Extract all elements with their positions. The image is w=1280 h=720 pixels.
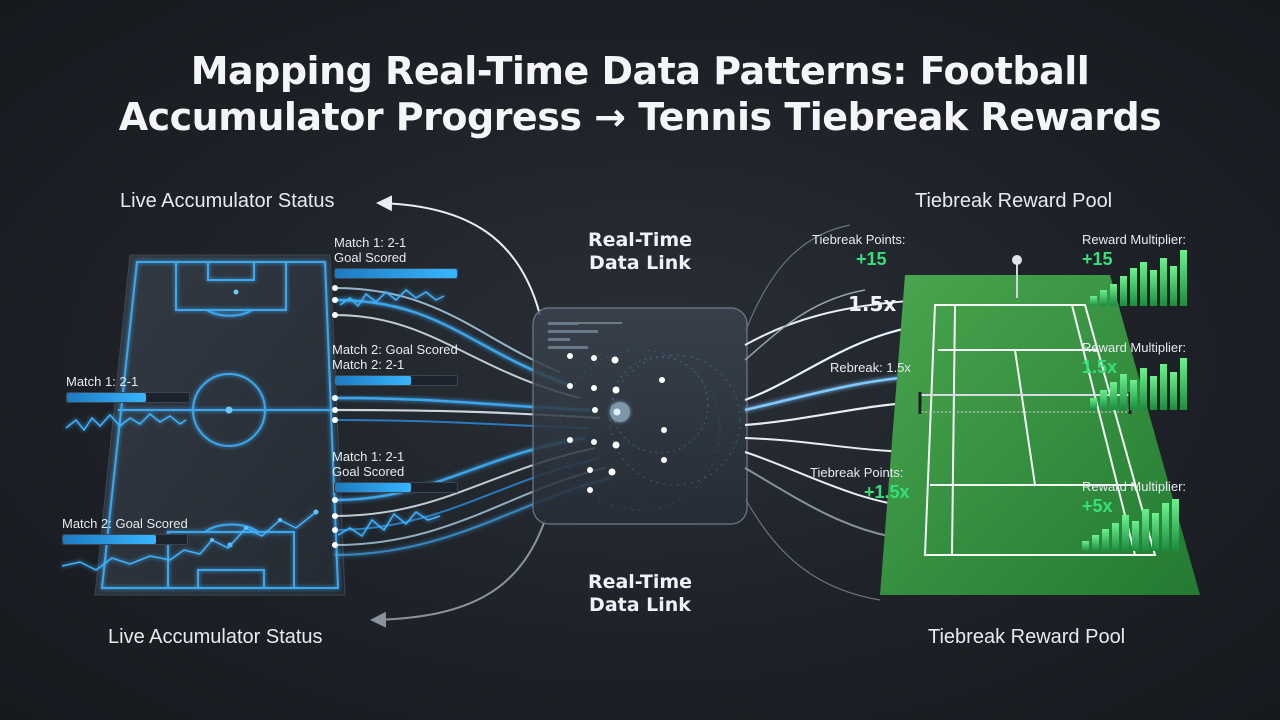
- reward-multiplier-label-3: Reward Multiplier:: [1082, 479, 1187, 494]
- stream-item-2-line1: Match 2: Goal Scored: [332, 342, 458, 357]
- stream-item-1-progress: [334, 268, 458, 279]
- reward-multiplier-value-1: +15: [1082, 249, 1113, 269]
- reward-bar: [1180, 358, 1187, 410]
- stream-sparkline-1: [339, 288, 445, 308]
- data-link-hub: [532, 307, 748, 525]
- stream-item-3-line2: Goal Scored: [332, 464, 405, 479]
- reward-bar: [1090, 398, 1097, 410]
- reward-bar: [1150, 376, 1157, 410]
- reward-bar: [1160, 258, 1167, 306]
- reward-bar: [1120, 276, 1127, 306]
- reward-bar: [1082, 541, 1089, 551]
- reward-bar: [1132, 521, 1139, 551]
- tennis-court: [880, 255, 1200, 595]
- reward-bar: [1130, 268, 1137, 306]
- reward-bar: [1160, 364, 1167, 410]
- arrow-to-bottom-status: [370, 519, 546, 628]
- reward-multiplier-value-3: +5x: [1082, 496, 1113, 516]
- arrow-multiplier-value: 1.5x: [848, 292, 897, 316]
- stream-item-1-line1: Match 1: 2-1: [334, 235, 407, 250]
- reward-bar: [1140, 368, 1147, 410]
- reward-bar: [1140, 262, 1147, 306]
- stream-item-3-progress: [334, 482, 458, 493]
- reward-bar: [1162, 503, 1169, 551]
- pitch-sparkline-2: [61, 511, 317, 571]
- left-node-dots: [332, 285, 338, 548]
- reward-bar: [1172, 499, 1179, 551]
- reward-bar: [1122, 515, 1129, 551]
- reward-bars-bottom: [1082, 499, 1179, 551]
- data-link-top-line-2: Data Link: [589, 252, 691, 274]
- data-link-bottom-line-1: Real-Time: [587, 571, 693, 593]
- reward-bars-mid: [1090, 358, 1187, 410]
- reward-bar: [1142, 509, 1149, 551]
- sparkline-dots: [210, 509, 319, 542]
- reward-bar: [1110, 284, 1117, 306]
- tiebreak-points-label-1: Tiebreak Points:: [812, 232, 906, 247]
- reward-bar: [1180, 250, 1187, 306]
- pitch-item-progress-1: [66, 392, 190, 403]
- reward-bar: [1112, 523, 1119, 551]
- reward-bar: [1100, 290, 1107, 306]
- pitch-item-label-2: Match 2: Goal Scored: [62, 516, 188, 531]
- title-line-1: Mapping Real-Time Data Patterns: Footbal…: [190, 49, 1090, 93]
- pitch-item-progress-2: [62, 534, 188, 545]
- stream-item-2-progress: [334, 375, 458, 386]
- reward-bars-top: [1090, 250, 1187, 306]
- pitch-item-label-1: Match 1: 2-1: [66, 374, 139, 389]
- stream-item-3-line1: Match 1: 2-1: [332, 449, 405, 464]
- stream-item-2-line2: Match 2: 2-1: [332, 357, 405, 372]
- arrow-to-top-status: [376, 195, 541, 316]
- reward-bar: [1170, 266, 1177, 306]
- reward-bar: [1110, 382, 1117, 410]
- reward-multiplier-label-2: Reward Multiplier:: [1082, 340, 1187, 355]
- tiebreak-points-value-2: +1.5x: [864, 482, 910, 502]
- left-status-header-top: Live Accumulator Status: [120, 190, 335, 212]
- title-line-2: Accumulator Progress → Tennis Tiebreak R…: [118, 95, 1162, 139]
- data-link-bottom-line-2: Data Link: [589, 594, 691, 616]
- right-pool-header-top: Tiebreak Reward Pool: [915, 190, 1113, 212]
- reward-multiplier-value-2: 1.5x: [1082, 357, 1118, 377]
- data-link-top-line-1: Real-Time: [587, 229, 693, 251]
- reward-bar: [1152, 513, 1159, 551]
- tiebreak-points-value-1: +15: [856, 249, 887, 269]
- reward-bar: [1120, 374, 1127, 410]
- reward-bar: [1090, 296, 1097, 306]
- reward-bar: [1092, 535, 1099, 551]
- reward-bar: [1130, 380, 1137, 410]
- right-pool-header-bottom: Tiebreak Reward Pool: [928, 626, 1126, 648]
- rebreak-label: Rebreak: 1.5x: [830, 360, 911, 375]
- reward-bar: [1100, 390, 1107, 410]
- tiebreak-points-label-2: Tiebreak Points:: [810, 465, 904, 480]
- stream-item-1-line2: Goal Scored: [334, 250, 407, 265]
- reward-multiplier-label-1: Reward Multiplier:: [1082, 232, 1187, 247]
- pitch-sparkline-1: [65, 412, 187, 432]
- stream-sparkline-2: [337, 511, 441, 538]
- reward-bar: [1170, 372, 1177, 410]
- page-title: Mapping Real-Time Data Patterns: Footbal…: [0, 48, 1280, 140]
- reward-bar: [1102, 529, 1109, 551]
- reward-bar: [1150, 270, 1157, 306]
- left-status-header-bottom: Live Accumulator Status: [108, 626, 323, 648]
